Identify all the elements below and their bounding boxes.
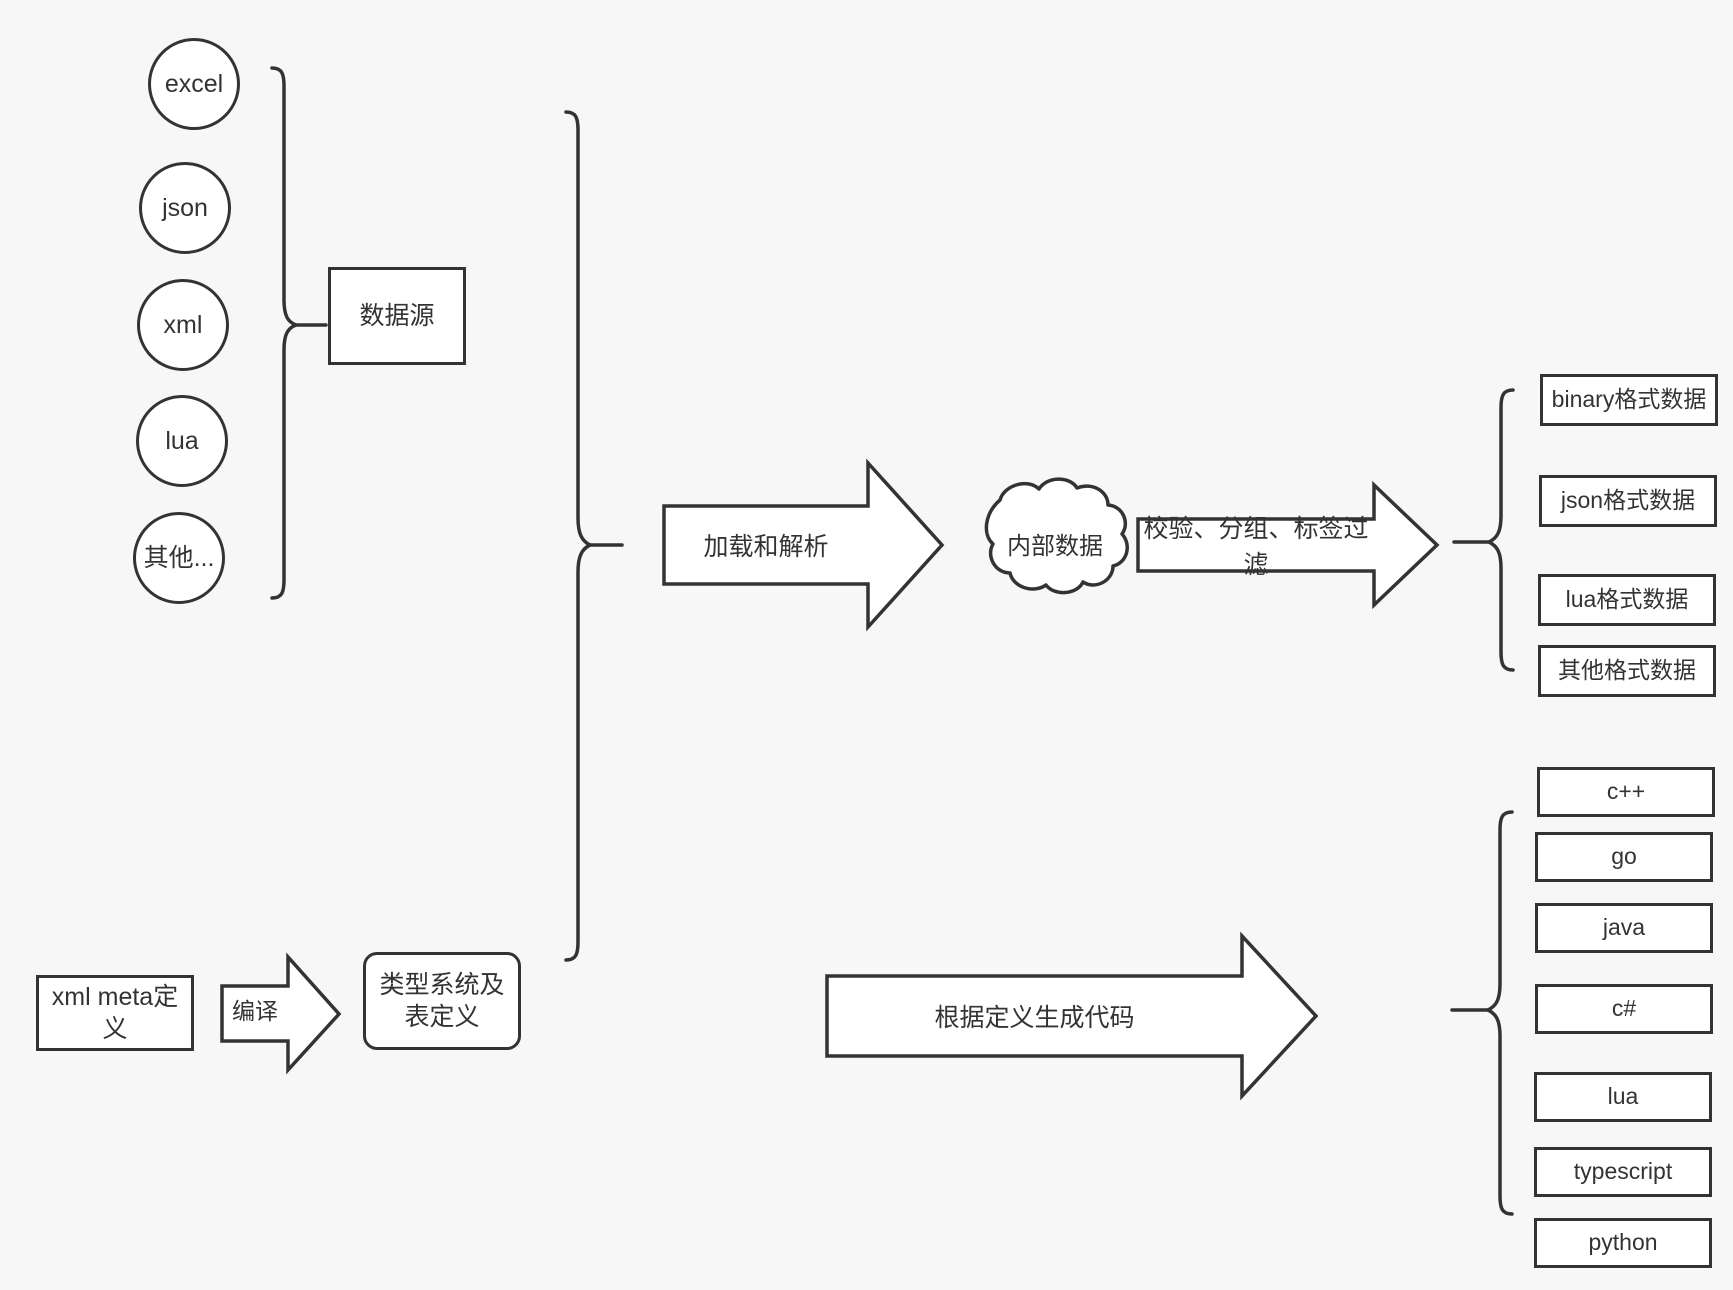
output-language-label: typescript bbox=[1573, 1158, 1673, 1185]
arrow-generate-code bbox=[825, 931, 1319, 1101]
arrow-compile bbox=[220, 952, 342, 1075]
xml-meta-definition-box[interactable]: xml meta定义 bbox=[36, 975, 194, 1051]
brace-pipeline-input bbox=[564, 110, 594, 962]
arrow-compile-label: 编译 bbox=[232, 998, 278, 1024]
output-language-cpp[interactable]: c++ bbox=[1537, 767, 1715, 817]
output-format-binary[interactable]: binary格式数据 bbox=[1540, 374, 1718, 426]
output-language-go[interactable]: go bbox=[1535, 832, 1713, 882]
data-source-group-box[interactable]: 数据源 bbox=[328, 267, 466, 365]
output-format-lua[interactable]: lua格式数据 bbox=[1538, 574, 1716, 626]
output-format-label: json格式数据 bbox=[1560, 487, 1696, 514]
source-node-json[interactable]: json bbox=[139, 162, 231, 254]
source-node-xml[interactable]: xml bbox=[137, 279, 229, 371]
arrow-generate-code-label: 根据定义生成代码 bbox=[934, 1004, 1135, 1032]
source-node-lua[interactable]: lua bbox=[136, 395, 228, 487]
brace-data-formats bbox=[1485, 388, 1515, 672]
arrow-load-parse bbox=[662, 458, 945, 632]
output-language-label: go bbox=[1611, 843, 1637, 870]
output-format-label: lua格式数据 bbox=[1565, 586, 1689, 613]
output-format-label: 其他格式数据 bbox=[1558, 657, 1696, 684]
source-node-label: 其他... bbox=[143, 544, 215, 572]
source-node-label: excel bbox=[164, 70, 224, 98]
output-language-label: c# bbox=[1611, 995, 1637, 1022]
source-node-label: lua bbox=[165, 427, 199, 455]
xml-meta-definition-label: xml meta定义 bbox=[51, 983, 179, 1043]
output-format-other[interactable]: 其他格式数据 bbox=[1538, 645, 1716, 697]
output-language-csharp[interactable]: c# bbox=[1535, 984, 1713, 1034]
output-language-label: java bbox=[1602, 914, 1646, 941]
output-language-java[interactable]: java bbox=[1535, 903, 1713, 953]
arrow-validate-group-filter bbox=[1136, 480, 1440, 610]
arrow-validate-group-filter-label: 校验、分组、标签过滤 bbox=[1143, 515, 1369, 579]
output-language-python[interactable]: python bbox=[1534, 1218, 1712, 1268]
output-language-label: python bbox=[1588, 1229, 1658, 1256]
brace-languages bbox=[1484, 810, 1514, 1216]
output-language-label: c++ bbox=[1606, 778, 1646, 805]
cloud-internal-data bbox=[984, 477, 1129, 595]
source-node-label: xml bbox=[163, 311, 203, 339]
source-node-other[interactable]: 其他... bbox=[133, 512, 225, 604]
cloud-internal-data-label: 内部数据 bbox=[1007, 532, 1103, 560]
brace-data-sources bbox=[270, 66, 301, 600]
source-node-excel[interactable]: excel bbox=[148, 38, 240, 130]
arrow-load-parse-label: 加载和解析 bbox=[703, 533, 829, 561]
output-format-label: binary格式数据 bbox=[1551, 386, 1707, 413]
output-language-typescript[interactable]: typescript bbox=[1534, 1147, 1712, 1197]
type-system-box[interactable]: 类型系统及表定义 bbox=[363, 952, 521, 1050]
output-language-lua[interactable]: lua bbox=[1534, 1072, 1712, 1122]
source-node-label: json bbox=[162, 194, 208, 222]
output-format-json[interactable]: json格式数据 bbox=[1539, 475, 1717, 527]
output-language-label: lua bbox=[1607, 1083, 1639, 1110]
data-source-group-label: 数据源 bbox=[359, 302, 435, 330]
type-system-label: 类型系统及表定义 bbox=[379, 971, 505, 1031]
